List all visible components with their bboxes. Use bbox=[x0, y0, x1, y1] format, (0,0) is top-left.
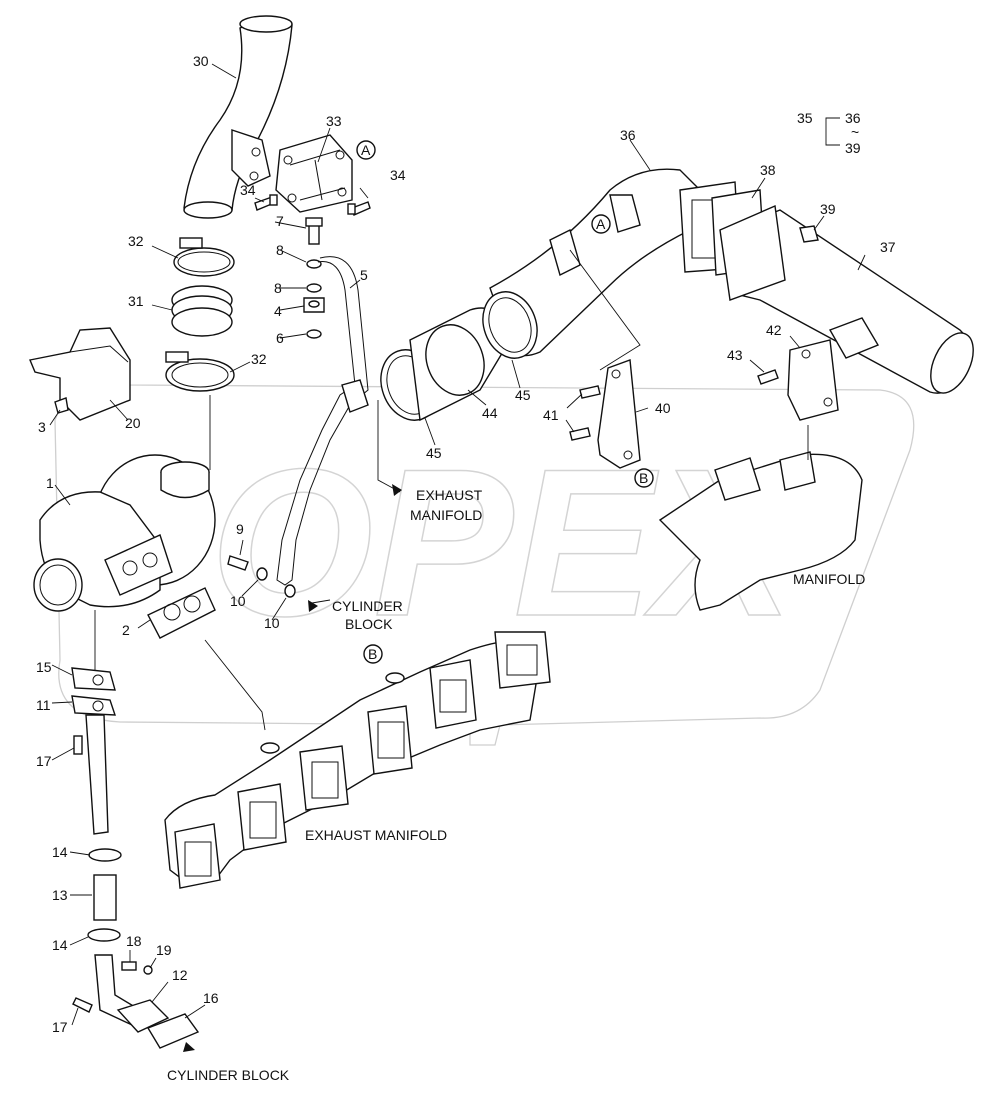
label-3: 3 bbox=[38, 419, 46, 435]
pipe-37 bbox=[719, 204, 974, 394]
label-b-mid: B bbox=[639, 470, 648, 486]
hose-and-clamps bbox=[165, 237, 235, 392]
label-34b: 34 bbox=[390, 167, 406, 183]
callout-cylinder-block-1: CYLINDER bbox=[332, 598, 403, 614]
label-14b: 14 bbox=[52, 937, 68, 953]
label-43: 43 bbox=[727, 347, 743, 363]
label-17a: 17 bbox=[36, 753, 52, 769]
label-45a: 45 bbox=[426, 445, 442, 461]
callout-labels: EXHAUST MANIFOLD CYLINDER BLOCK MANIFOLD… bbox=[167, 487, 865, 1083]
label-17b: 17 bbox=[52, 1019, 68, 1035]
label-13: 13 bbox=[52, 887, 68, 903]
label-10a: 10 bbox=[230, 593, 246, 609]
label-14a: 14 bbox=[52, 844, 68, 860]
callout-manifold: MANIFOLD bbox=[793, 571, 865, 587]
label-11: 11 bbox=[36, 697, 51, 713]
callout-exhaust-manifold-main: EXHAUST MANIFOLD bbox=[305, 827, 447, 843]
label-36-range: 36 bbox=[845, 110, 861, 126]
label-34a: 34 bbox=[240, 182, 256, 198]
label-32a: 32 bbox=[128, 233, 144, 249]
label-8b: 8 bbox=[274, 280, 282, 296]
bolts-34 bbox=[254, 194, 371, 216]
part-number-labels: 30 33 A 34 34 7 8 8 4 6 5 32 31 32 3 20 … bbox=[36, 53, 896, 1035]
label-20: 20 bbox=[125, 415, 141, 431]
label-35: 35 bbox=[797, 110, 813, 126]
label-41: 41 bbox=[543, 407, 559, 423]
stud-9 bbox=[227, 555, 296, 598]
hose-44-and-clamps-45 bbox=[380, 291, 538, 422]
label-19: 19 bbox=[156, 942, 172, 958]
label-40: 40 bbox=[655, 400, 671, 416]
label-16: 16 bbox=[203, 990, 219, 1006]
gasket-2 bbox=[147, 587, 216, 639]
label-31: 31 bbox=[128, 293, 144, 309]
turbocharger-1 bbox=[33, 454, 216, 612]
label-15: 15 bbox=[36, 659, 52, 675]
bracket-42 bbox=[757, 339, 839, 421]
label-37: 37 bbox=[880, 239, 896, 255]
label-1: 1 bbox=[46, 475, 54, 491]
label-30: 30 bbox=[193, 53, 209, 69]
arrowheads bbox=[183, 484, 402, 1052]
label-18: 18 bbox=[126, 933, 142, 949]
label-2: 2 bbox=[122, 622, 130, 638]
label-a-top: A bbox=[361, 142, 371, 158]
fitting-assembly bbox=[276, 217, 369, 586]
label-39: 39 bbox=[820, 201, 836, 217]
label-32b: 32 bbox=[251, 351, 267, 367]
bracket-33 bbox=[275, 134, 353, 213]
bracket-20 bbox=[29, 327, 131, 421]
callout-cylinder-block-2: BLOCK bbox=[345, 616, 393, 632]
label-5: 5 bbox=[360, 267, 368, 283]
label-8a: 8 bbox=[276, 242, 284, 258]
label-4: 4 bbox=[274, 303, 282, 319]
label-range-tilde: ~ bbox=[851, 124, 859, 140]
label-38: 38 bbox=[760, 162, 776, 178]
manifold-outline bbox=[658, 451, 863, 611]
label-10b: 10 bbox=[264, 615, 280, 631]
label-39-range: 39 bbox=[845, 140, 861, 156]
callout-circles bbox=[356, 140, 654, 664]
pipe-30 bbox=[183, 15, 293, 219]
callout-cylinder-block-bottom: CYLINDER BLOCK bbox=[167, 1067, 290, 1083]
label-12: 12 bbox=[172, 967, 188, 983]
label-9: 9 bbox=[236, 521, 244, 537]
label-6: 6 bbox=[276, 330, 284, 346]
label-45b: 45 bbox=[515, 387, 531, 403]
label-33: 33 bbox=[326, 113, 342, 129]
label-b-low: B bbox=[368, 646, 377, 662]
callout-exhaust-manifold-2: MANIFOLD bbox=[410, 507, 482, 523]
label-44: 44 bbox=[482, 405, 498, 421]
exhaust-manifold bbox=[164, 631, 551, 889]
leader-lines bbox=[49, 63, 866, 1026]
callout-exhaust-manifold-1: EXHAUST bbox=[416, 487, 483, 503]
label-36: 36 bbox=[620, 127, 636, 143]
bracket-40 bbox=[569, 359, 641, 469]
label-a-mid: A bbox=[596, 216, 606, 232]
label-42: 42 bbox=[766, 322, 782, 338]
label-7: 7 bbox=[276, 213, 284, 229]
